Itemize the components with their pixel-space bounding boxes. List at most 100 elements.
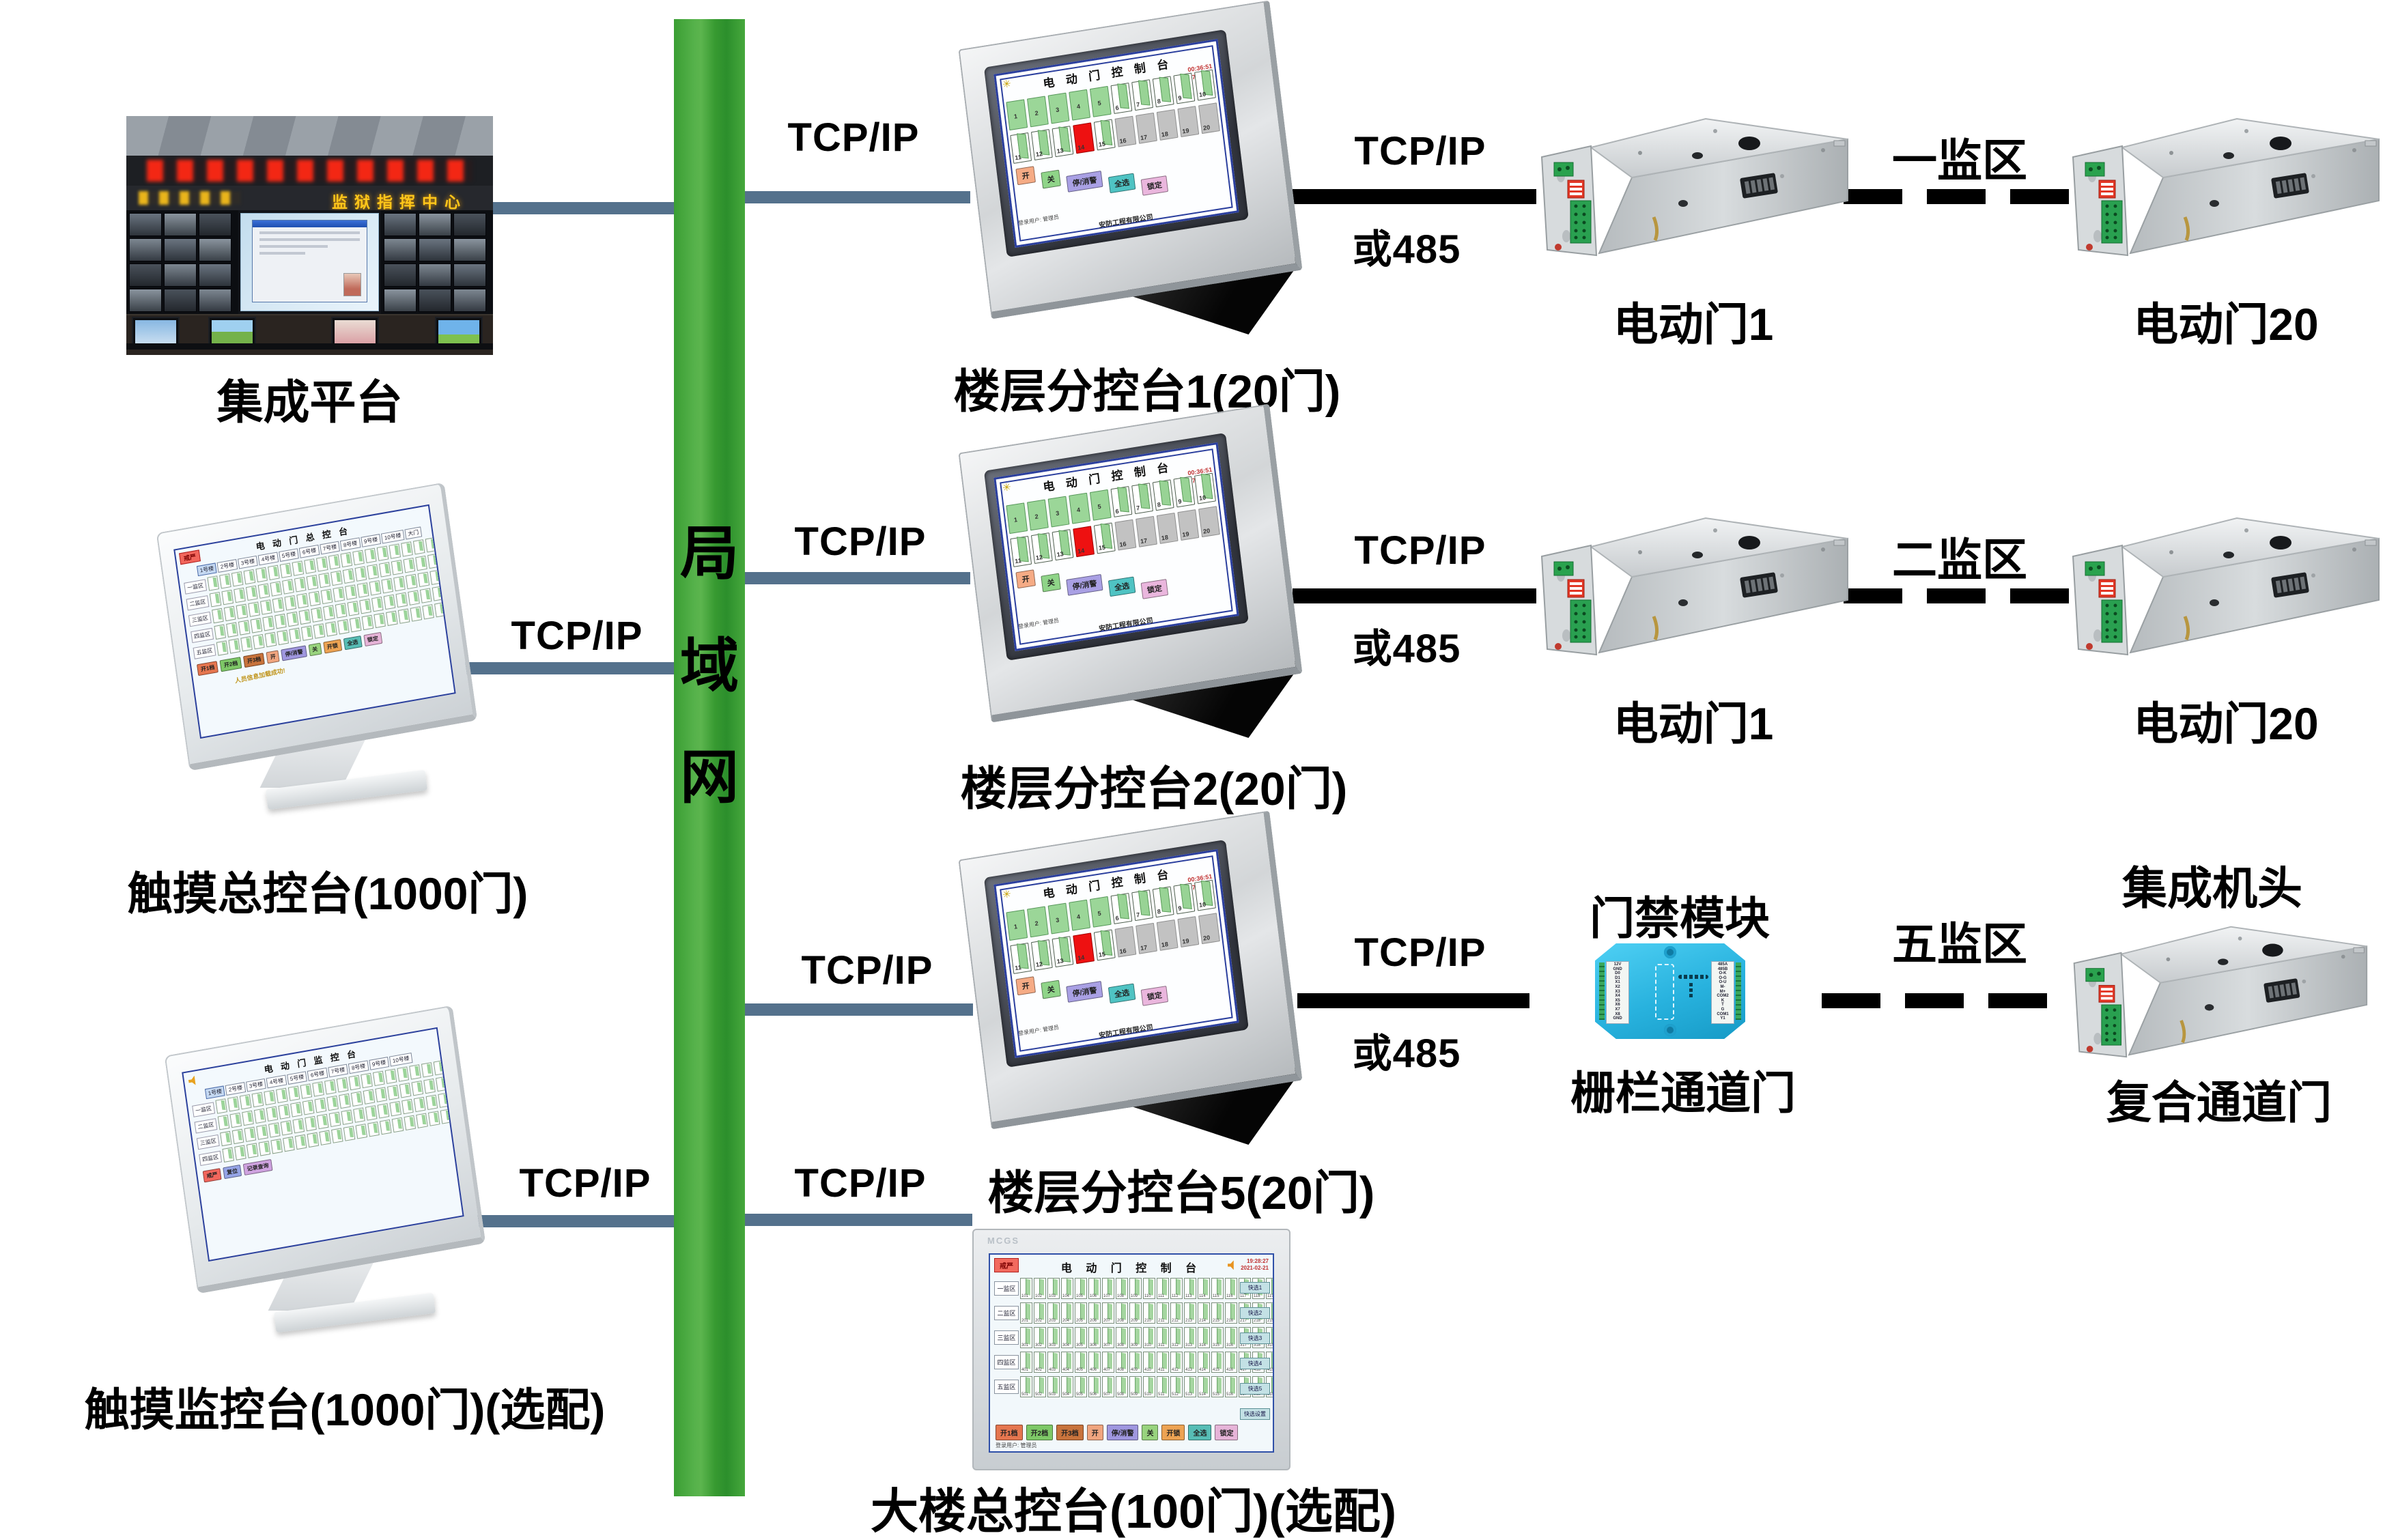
screen-button-开1档[interactable]: 开1档 <box>196 661 219 676</box>
mini-door-icon[interactable] <box>236 603 249 619</box>
door-icon-4[interactable]: 4 <box>1069 492 1091 524</box>
door-icon-112[interactable]: 112 <box>1170 1278 1183 1299</box>
mini-door-icon[interactable] <box>369 580 382 596</box>
mini-door-icon[interactable] <box>328 554 341 570</box>
door-icon-214[interactable]: 214 <box>1198 1302 1210 1324</box>
mini-door-icon[interactable] <box>292 560 305 576</box>
mini-door-icon[interactable] <box>311 607 323 623</box>
screen-button-全选[interactable]: 全选 <box>1188 1425 1212 1440</box>
screen-button-锁定[interactable]: 锁定 <box>1140 986 1169 1006</box>
door-icon-18[interactable]: 18 <box>1156 109 1179 141</box>
mini-door-icon[interactable] <box>393 575 406 592</box>
mini-door-icon[interactable] <box>417 571 430 588</box>
door-icon-12[interactable]: 12 <box>1030 532 1053 564</box>
screen-button-停/消警[interactable]: 停/消警 <box>1066 170 1103 192</box>
door-icon-410[interactable]: 410 <box>1143 1352 1155 1373</box>
mini-door-icon[interactable] <box>445 1057 457 1074</box>
building-tab-4号楼[interactable]: 4号楼 <box>257 552 279 566</box>
door-icon-1[interactable]: 1 <box>1006 502 1028 534</box>
alarm-button[interactable]: 戒严 <box>994 1258 1019 1272</box>
mini-door-icon[interactable] <box>342 568 355 584</box>
mini-door-icon[interactable] <box>339 1093 351 1109</box>
door-icon-305[interactable]: 305 <box>1075 1327 1087 1348</box>
mini-door-icon[interactable] <box>286 611 299 627</box>
mini-door-icon[interactable] <box>350 1091 363 1107</box>
mini-door-icon[interactable] <box>389 1100 401 1117</box>
door-icon-20[interactable]: 20 <box>1198 506 1220 538</box>
mini-door-icon[interactable] <box>343 1126 356 1141</box>
mini-door-icon[interactable] <box>294 1134 307 1150</box>
mini-door-icon[interactable] <box>361 1072 373 1089</box>
door-icon-19[interactable]: 19 <box>1177 106 1200 138</box>
mini-door-icon[interactable] <box>296 593 309 609</box>
screen-button-停/消警[interactable]: 停/消警 <box>1106 1425 1139 1440</box>
mini-door-icon[interactable] <box>380 1119 392 1135</box>
mini-door-icon[interactable] <box>221 589 234 605</box>
mini-door-icon[interactable] <box>437 534 449 551</box>
mini-door-icon[interactable] <box>262 616 274 631</box>
door-icon-3[interactable]: 3 <box>1047 92 1070 124</box>
mini-door-icon[interactable] <box>363 1089 376 1104</box>
door-icon-105[interactable]: 105 <box>1075 1278 1087 1299</box>
mini-door-icon[interactable] <box>239 1094 252 1110</box>
screen-button-锁定[interactable]: 锁定 <box>1140 175 1169 196</box>
screen-button-全选[interactable]: 全选 <box>1108 983 1136 1004</box>
door-icon-10[interactable]: 10 <box>1194 69 1216 101</box>
door-icon-4[interactable]: 4 <box>1069 89 1091 121</box>
mini-door-icon[interactable] <box>383 594 396 610</box>
mini-door-icon[interactable] <box>300 1083 313 1099</box>
mini-door-icon[interactable] <box>215 1098 227 1114</box>
mini-door-icon[interactable] <box>438 1092 450 1108</box>
mini-door-icon[interactable] <box>397 608 410 624</box>
door-icon-10[interactable]: 10 <box>1194 472 1216 504</box>
screen-button-开1档[interactable]: 开1档 <box>996 1425 1023 1440</box>
mini-door-icon[interactable] <box>423 1078 436 1094</box>
mini-door-icon[interactable] <box>336 1076 349 1093</box>
door-icon-101[interactable]: 101 <box>1020 1278 1032 1299</box>
mini-door-icon[interactable] <box>268 565 280 581</box>
door-icon-2[interactable]: 2 <box>1026 499 1049 531</box>
mini-door-icon[interactable] <box>316 1113 329 1130</box>
mini-door-icon[interactable] <box>444 584 456 599</box>
mini-door-icon[interactable] <box>404 1115 417 1131</box>
screen-button-全选[interactable]: 全选 <box>1108 576 1136 597</box>
mini-door-icon[interactable] <box>257 583 270 599</box>
door-icon-404[interactable]: 404 <box>1061 1352 1073 1373</box>
door-icon-412[interactable]: 412 <box>1170 1352 1183 1373</box>
door-icon-407[interactable]: 407 <box>1102 1352 1114 1373</box>
mini-door-icon[interactable] <box>326 1095 339 1111</box>
quick-select-chip[interactable] <box>452 551 456 562</box>
mini-door-icon[interactable] <box>325 621 337 637</box>
door-icon-308[interactable]: 308 <box>1116 1327 1128 1348</box>
mini-door-icon[interactable] <box>405 573 418 590</box>
door-icon-309[interactable]: 309 <box>1129 1327 1142 1348</box>
mini-door-icon[interactable] <box>251 1092 264 1108</box>
door-icon-215[interactable]: 215 <box>1211 1302 1224 1324</box>
building-tab-6号楼[interactable]: 6号楼 <box>307 1067 328 1081</box>
screen-button-开2档[interactable]: 开2档 <box>219 657 242 672</box>
mini-door-icon[interactable] <box>298 609 311 625</box>
mini-door-icon[interactable] <box>270 1139 283 1154</box>
door-icon-508[interactable]: 508 <box>1116 1376 1128 1397</box>
door-icon-316[interactable]: 316 <box>1225 1327 1237 1348</box>
mini-door-icon[interactable] <box>318 572 330 588</box>
mini-door-icon[interactable] <box>425 537 438 553</box>
door-icon-505[interactable]: 505 <box>1075 1376 1087 1397</box>
door-icon-303[interactable]: 303 <box>1047 1327 1060 1348</box>
mini-door-icon[interactable] <box>278 1104 290 1120</box>
door-icon-306[interactable]: 306 <box>1088 1327 1101 1348</box>
mini-door-icon[interactable] <box>266 1106 279 1122</box>
mini-door-icon[interactable] <box>364 547 377 563</box>
mini-door-icon[interactable] <box>386 610 398 626</box>
door-icon-104[interactable]: 104 <box>1061 1278 1073 1299</box>
door-icon-307[interactable]: 307 <box>1102 1327 1114 1348</box>
door-icon-507[interactable]: 507 <box>1102 1376 1114 1397</box>
door-icon-11[interactable]: 11 <box>1010 535 1032 567</box>
door-icon-503[interactable]: 503 <box>1047 1376 1060 1397</box>
door-icon-216[interactable]: 216 <box>1225 1302 1237 1324</box>
mini-door-icon[interactable] <box>399 1083 412 1098</box>
door-icon-115[interactable]: 115 <box>1211 1278 1224 1299</box>
mini-door-icon[interactable] <box>255 567 268 583</box>
screen-button-开[interactable]: 开 <box>266 650 280 664</box>
mini-door-icon[interactable] <box>289 627 301 643</box>
